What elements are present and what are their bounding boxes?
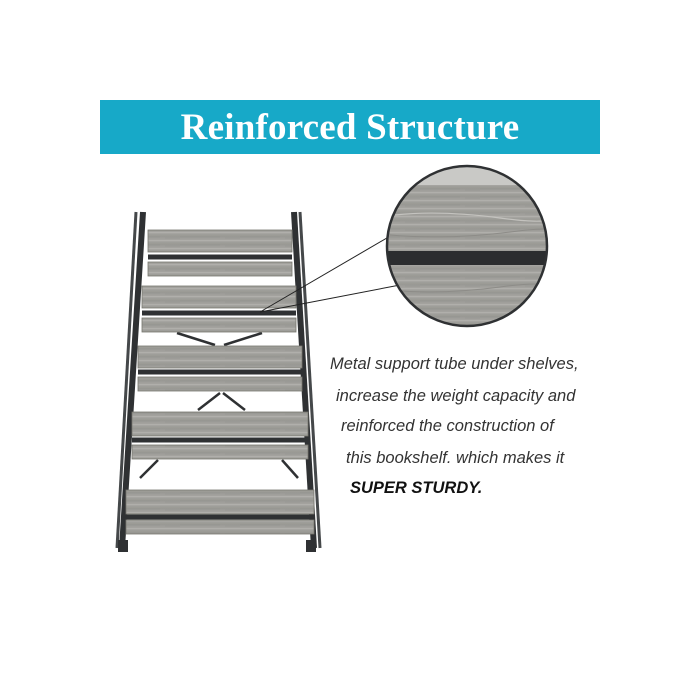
shelf-2 <box>141 285 297 333</box>
caption-line-4: this bookshelf. which makes it <box>346 449 565 467</box>
caption-line-1: Metal support tube under shelves, <box>330 355 579 373</box>
banner-title: Reinforced Structure <box>180 106 520 148</box>
caption-line-3: reinforced the construction of <box>341 417 554 435</box>
title-banner: Reinforced Structure <box>100 100 600 154</box>
shelf-4 <box>131 411 309 460</box>
shelf-5 <box>125 489 315 535</box>
callout-pointer <box>259 234 401 313</box>
shelf-3 <box>137 345 303 392</box>
caption-emphasis: SUPER STURDY. <box>350 479 483 497</box>
caption-line-2: increase the weight capacity and <box>336 387 576 405</box>
shelf-1 <box>147 229 293 277</box>
metal-frame <box>115 211 322 552</box>
